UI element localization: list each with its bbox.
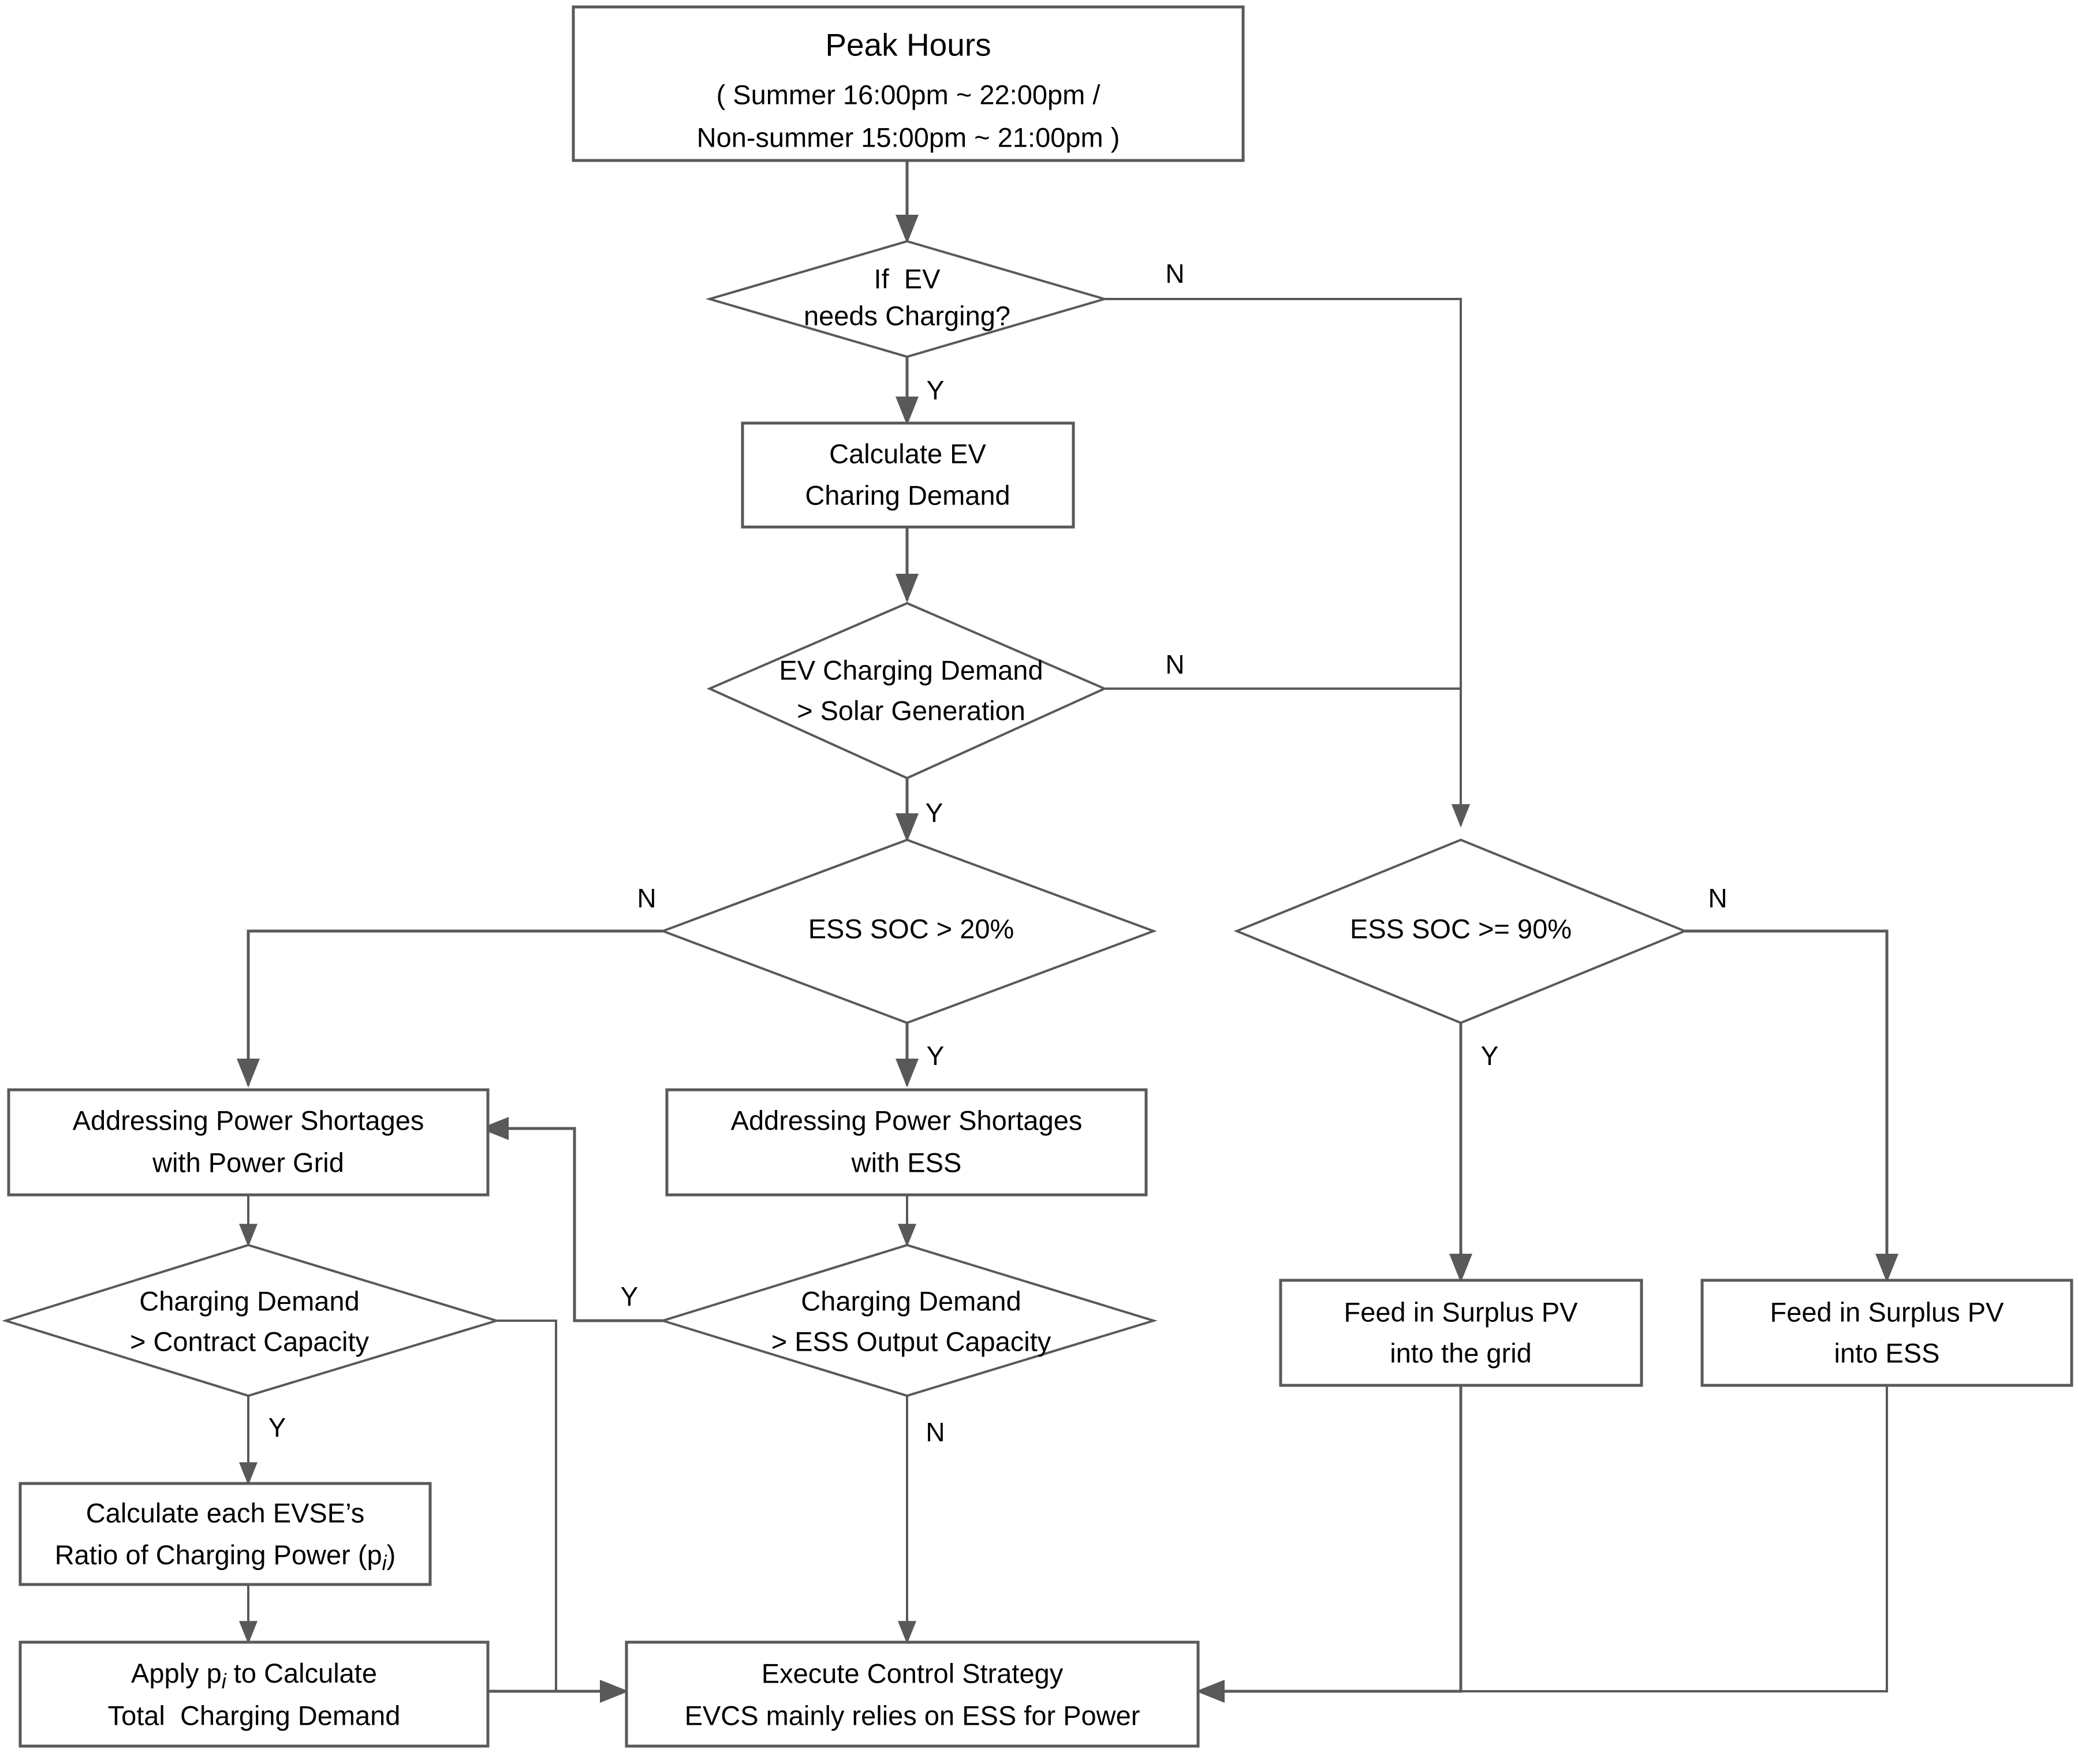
ratio-line2-pre: Ratio of Charging Power (p xyxy=(55,1539,382,1570)
feed-grid-box[interactable] xyxy=(1279,1279,1643,1387)
label-essout-yes: Y xyxy=(621,1281,639,1311)
peak-hours-line1: Peak Hours xyxy=(825,27,991,63)
ess-soc-20-diamond[interactable] xyxy=(659,838,1157,1025)
label-solar-no: N xyxy=(1165,649,1184,679)
node-ess-soc-ge-90[interactable]: ESS SOC >= 90% xyxy=(1233,838,1688,1025)
addr-grid-line1: Addressing Power Shortages xyxy=(73,1105,424,1135)
feed-ess-line2: into ESS xyxy=(1834,1337,1940,1368)
node-ess-soc-gt-20[interactable]: ESS SOC > 20% xyxy=(659,838,1157,1025)
demand-vs-solar-diamond[interactable] xyxy=(707,601,1107,780)
edge-ifev-no xyxy=(1105,298,1470,828)
apply-line1: Apply pi to Calculate xyxy=(131,1658,377,1692)
node-if-ev-needs-charging[interactable]: If EV needs Charging? xyxy=(705,240,1109,358)
node-demand-vs-contract[interactable]: Charging Demand > Contract Capacity xyxy=(2,1243,501,1397)
execute-line1: Execute Control Strategy xyxy=(762,1658,1064,1688)
node-calculate-ev-demand[interactable]: Calculate EV Charing Demand xyxy=(741,421,1075,529)
contract-capacity-diamond[interactable] xyxy=(2,1243,501,1397)
calc-ev-line2: Charing Demand xyxy=(805,480,1010,510)
if-ev-line2: needs Charging? xyxy=(804,300,1010,331)
essout-line1: Charging Demand xyxy=(801,1285,1021,1316)
node-addressing-with-ess[interactable]: Addressing Power Shortages with ESS xyxy=(665,1088,1148,1197)
label-soc90-yes: Y xyxy=(1481,1041,1499,1071)
ratio-line2-sub: i xyxy=(382,1551,387,1575)
ratio-line2: Ratio of Charging Power (pi) xyxy=(55,1539,396,1574)
soc90-line1: ESS SOC >= 90% xyxy=(1350,913,1572,944)
ratio-line2-post: ) xyxy=(387,1539,396,1570)
edge-contract-no xyxy=(497,1320,557,1691)
node-peak-hours[interactable]: Peak Hours ( Summer 16:00pm ~ 22:00pm / … xyxy=(572,5,1245,162)
apply-line1-pre: Apply p xyxy=(131,1658,222,1688)
contract-line1: Charging Demand xyxy=(139,1285,359,1316)
solar-line2: > Solar Generation xyxy=(797,695,1025,726)
peak-hours-line2: ( Summer 16:00pm ~ 22:00pm / xyxy=(717,79,1101,110)
node-apply-ratio[interactable]: Apply pi to Calculate Total Charging Dem… xyxy=(18,1640,490,1748)
node-execute-control-strategy[interactable]: Execute Control Strategy EVCS mainly rel… xyxy=(625,1640,1200,1748)
ess-soc-90-diamond[interactable] xyxy=(1233,838,1688,1025)
execute-strategy-box[interactable] xyxy=(625,1640,1200,1748)
addr-ess-box[interactable] xyxy=(665,1088,1148,1197)
essout-line2: > ESS Output Capacity xyxy=(771,1326,1051,1356)
calc-ratio-box[interactable] xyxy=(18,1482,432,1586)
label-contract-yes: Y xyxy=(268,1412,286,1442)
apply-line2: Total Charging Demand xyxy=(108,1700,401,1731)
addr-ess-line2: with ESS xyxy=(851,1147,962,1178)
label-soc20-yes: Y xyxy=(927,1041,945,1071)
node-demand-vs-ess-output[interactable]: Charging Demand > ESS Output Capacity xyxy=(659,1243,1158,1397)
node-demand-vs-solar[interactable]: EV Charging Demand > Solar Generation xyxy=(707,601,1107,780)
calc-ev-line1: Calculate EV xyxy=(829,438,986,469)
label-ifev-no: N xyxy=(1165,259,1184,289)
ratio-line1: Calculate each EVSE’s xyxy=(86,1497,364,1528)
node-calculate-ratio[interactable]: Calculate each EVSE’s Ratio of Charging … xyxy=(18,1482,432,1586)
if-ev-line1: If EV xyxy=(874,263,941,294)
peak-hours-line3: Non-summer 15:00pm ~ 21:00pm ) xyxy=(697,122,1120,152)
calc-ev-box[interactable] xyxy=(741,421,1075,529)
label-solar-yes: Y xyxy=(926,798,943,828)
edge-feedgrid-to-execute xyxy=(1195,1385,1463,1703)
apply-line1-post: to Calculate xyxy=(226,1658,377,1688)
label-essout-no: N xyxy=(926,1417,945,1447)
feed-grid-line2: into the grid xyxy=(1390,1337,1532,1368)
apply-ratio-box[interactable] xyxy=(18,1640,490,1748)
feed-grid-line1: Feed in Surplus PV xyxy=(1344,1296,1579,1327)
edge-soc20-no xyxy=(237,929,663,1088)
node-feed-pv-into-ess[interactable]: Feed in Surplus PV into ESS xyxy=(1700,1279,2073,1387)
soc20-line1: ESS SOC > 20% xyxy=(808,913,1014,944)
peak-hours-box[interactable] xyxy=(572,5,1245,162)
addr-grid-box[interactable] xyxy=(7,1088,490,1197)
label-soc90-no: N xyxy=(1708,883,1727,913)
execute-line2: EVCS mainly relies on ESS for Power xyxy=(685,1700,1140,1731)
edge-soc90-no xyxy=(1685,929,1898,1283)
apply-line1-sub: i xyxy=(222,1669,227,1693)
label-ifev-yes: Y xyxy=(927,375,945,405)
ess-output-capacity-diamond[interactable] xyxy=(659,1243,1158,1397)
if-ev-diamond[interactable] xyxy=(705,240,1109,358)
solar-line1: EV Charging Demand xyxy=(779,655,1043,685)
contract-line2: > Contract Capacity xyxy=(130,1326,370,1356)
edge-feedess-to-execute xyxy=(1461,1385,1888,1692)
feed-ess-box[interactable] xyxy=(1700,1279,2073,1387)
edge-essout-yes xyxy=(479,1117,663,1322)
node-addressing-with-power-grid[interactable]: Addressing Power Shortages with Power Gr… xyxy=(7,1088,490,1197)
addr-ess-line1: Addressing Power Shortages xyxy=(731,1105,1083,1135)
feed-ess-line1: Feed in Surplus PV xyxy=(1770,1296,2005,1327)
addr-grid-line2: with Power Grid xyxy=(152,1147,344,1178)
node-feed-pv-into-grid[interactable]: Feed in Surplus PV into the grid xyxy=(1279,1279,1643,1387)
label-soc20-no: N xyxy=(637,883,656,913)
